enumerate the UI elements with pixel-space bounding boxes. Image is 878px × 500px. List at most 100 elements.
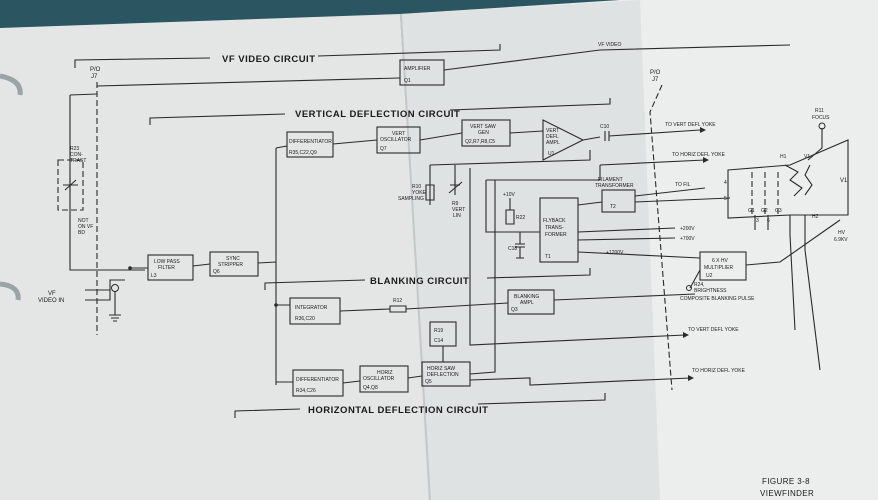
video-top-wire (96, 77, 401, 87)
blanking-ampl-l2: AMPL (520, 300, 534, 306)
vert-chain-wires (332, 130, 601, 145)
crt-pin-lines (754, 214, 835, 250)
page-shadow-band (402, 0, 660, 500)
crt-p6: 6 (767, 218, 770, 224)
hv-mult-ref: U2 (706, 273, 713, 279)
integrator-ref: R36,C20 (295, 316, 315, 322)
binder-rings (0, 73, 23, 301)
crt-g1: G1 (748, 208, 755, 214)
composite-blanking-label: COMPOSITE BLANKING PULSE (680, 296, 755, 302)
r10-resistor (425, 184, 435, 201)
vf-video-in-label-1: VF (48, 291, 56, 297)
filament-ref: T2 (610, 204, 616, 210)
to-vert-defl-bottom-label: TO VERT DEFL YOKE (688, 327, 739, 333)
differentiator-v-block (286, 131, 334, 158)
hv-mult-wires (689, 219, 841, 289)
to-vert-defl-bottom-arrow (683, 332, 689, 338)
flyback-ref: T1 (545, 254, 551, 260)
section-dividers (74, 44, 611, 418)
r10-l3: SAMPLING (398, 196, 424, 202)
plus1200v-label: +1200V (606, 250, 624, 256)
r9-l1: R9 (452, 201, 459, 207)
to-vert-defl-top-wire (608, 129, 701, 137)
r9-pot (448, 180, 463, 195)
amplifier-output-wire (443, 44, 791, 71)
r9-l2: VERT (452, 207, 465, 213)
plus700v-label: +700V (680, 236, 695, 242)
hv-l2: 6.9KV (834, 237, 848, 243)
hv-mult-l1: 6 X HV (712, 258, 729, 264)
r11-l2: FOCUS (812, 115, 830, 121)
r23-label-l1: CON- (70, 152, 83, 158)
r12-label: R12 (393, 298, 402, 304)
crt-yoke-return (789, 234, 821, 371)
r22-resistor (505, 209, 515, 225)
r23-label: R23 (70, 146, 79, 152)
left-page (0, 14, 430, 500)
horiz-chain-wires (342, 180, 691, 386)
flyback-l2: TRANS- (545, 225, 564, 231)
sync-stripper-ref: Q6 (213, 269, 220, 275)
crt-p5: 5 (724, 196, 727, 202)
c10-label: C10 (600, 124, 609, 130)
connector-line-right (649, 84, 673, 391)
binder-ring-bottom (0, 281, 21, 301)
to-fil-label: TO FIL (675, 182, 691, 188)
low-pass-ref: L3 (151, 273, 157, 279)
flyback-l1: FLYBACK (543, 218, 566, 224)
amplifier-block (399, 59, 445, 86)
integrator-out-wire (339, 302, 509, 312)
low-pass-l2: FILTER (158, 265, 175, 271)
flyback-l3: FORMER (545, 232, 567, 238)
crt-p3: 3 (756, 218, 759, 224)
vert-saw-l2: GEN (478, 130, 489, 136)
vert-saw-ref: Q2,R7,R8,C5 (465, 139, 495, 145)
horiz-saw-l2: DEFLECTION (427, 372, 459, 378)
crt-h1: H1 (780, 154, 787, 160)
filament-wires (577, 187, 731, 206)
horiz-saw-l1: HORIZ SAW (427, 366, 455, 372)
filament-l1: FILAMENT (598, 177, 623, 183)
r24-l1: R24, (694, 282, 705, 288)
connector-j7-left: J7 (91, 74, 98, 80)
r11-focus-wire (807, 128, 823, 161)
flyback-block (539, 197, 579, 263)
sync-stripper-l1: SYNC (226, 256, 240, 262)
plus10v-label: +10V (503, 192, 515, 198)
blanking-ampl-ref: Q3 (511, 307, 518, 313)
junction-lpf (128, 266, 132, 270)
crt-v1-pin: V1 (804, 154, 810, 160)
vert-defl-ampl-l2: DEFL (546, 134, 559, 140)
vf-video-in-label-2: VIDEO IN (38, 298, 64, 304)
crt-v1-label: V1 (840, 178, 848, 184)
section-vf-video: VF VIDEO CIRCUIT (222, 54, 316, 65)
vert-saw-l1: VERT SAW (470, 124, 496, 130)
to-horiz-defl-top-arrow (703, 157, 709, 163)
to-horiz-defl-bottom-label: TO HORIZ DEFL YOKE (692, 368, 746, 374)
blanking-ampl-l1: BLANKING (514, 294, 539, 300)
crt-tube (727, 139, 849, 250)
junction-sync (274, 303, 278, 307)
crt-heater (784, 164, 813, 197)
plus200v-label: +200V (680, 226, 695, 232)
differentiator-h-label: DIFFERENTIATOR (296, 377, 339, 383)
to-vert-defl-bottom-wire (469, 168, 686, 346)
r11-knob (818, 122, 826, 130)
binder-ring-top (0, 73, 23, 96)
differentiator-v-label: DIFFERENTIATOR (289, 139, 332, 145)
r24-node (686, 285, 692, 291)
crt-outline (727, 139, 849, 219)
to-horiz-defl-top-label: TO HORIZ DEFL YOKE (672, 152, 726, 158)
horiz-osc-l1: HORIZ (377, 370, 393, 376)
r9-l3: LIN (453, 213, 461, 219)
page-fold (400, 13, 431, 500)
connector-j7-right: J7 (652, 77, 659, 83)
section-vertical: VERTICAL DEFLECTION CIRCUIT (295, 109, 460, 120)
c18-cap (515, 232, 525, 259)
r10-l2: YOKE (412, 190, 427, 196)
low-pass-l1: LOW PASS (154, 259, 180, 265)
crt-g3: G3 (775, 208, 782, 214)
hv-rail-wires (577, 227, 701, 259)
filament-block (601, 189, 636, 213)
